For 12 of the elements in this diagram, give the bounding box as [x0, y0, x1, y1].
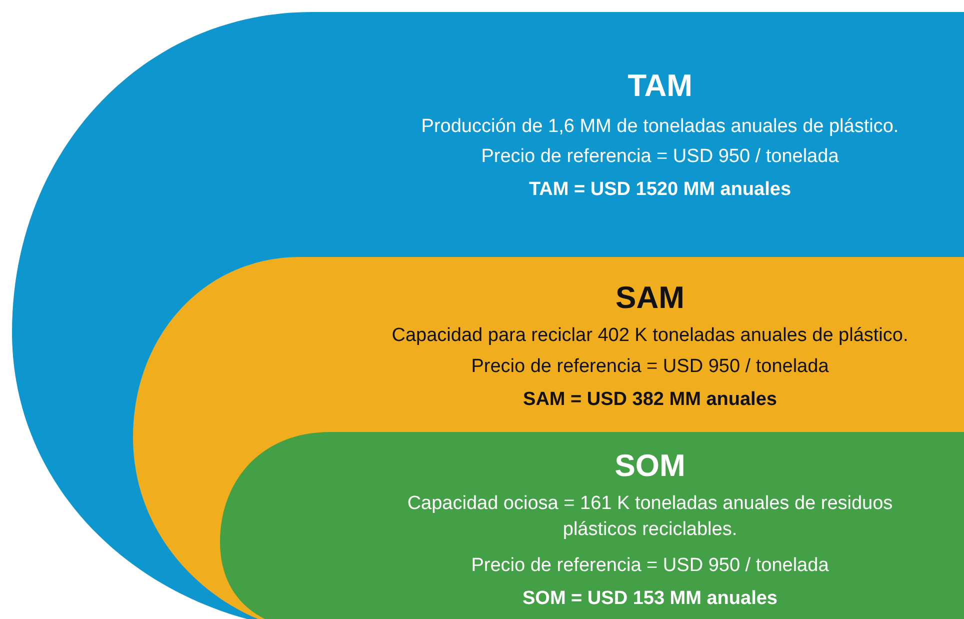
band-description: Producción de 1,6 MM de toneladas anuales de plástico.	[420, 115, 900, 139]
market-total: SOM = USD 153 MM anuales	[522, 587, 778, 611]
band-description: Capacidad para reciclar 402 K toneladas anuales de plástico.	[390, 324, 910, 348]
band-description: Precio de referencia = USD 950 / tonelada	[470, 554, 830, 578]
band-description: Precio de referencia = USD 950 / tonelada	[480, 145, 840, 169]
market-total: SAM = USD 382 MM anuales	[522, 388, 778, 412]
market-total: TAM = USD 1520 MM anuales	[528, 178, 792, 202]
band-description: Precio de referencia = USD 950 / tonelada	[470, 355, 830, 379]
band-description: Capacidad ociosa = 161 K toneladas anuales de residuos plásticos reciclables.	[406, 492, 894, 542]
band-heading: TAM	[626, 68, 694, 104]
band-heading: SOM	[614, 448, 686, 484]
band-heading: SAM	[614, 280, 686, 316]
